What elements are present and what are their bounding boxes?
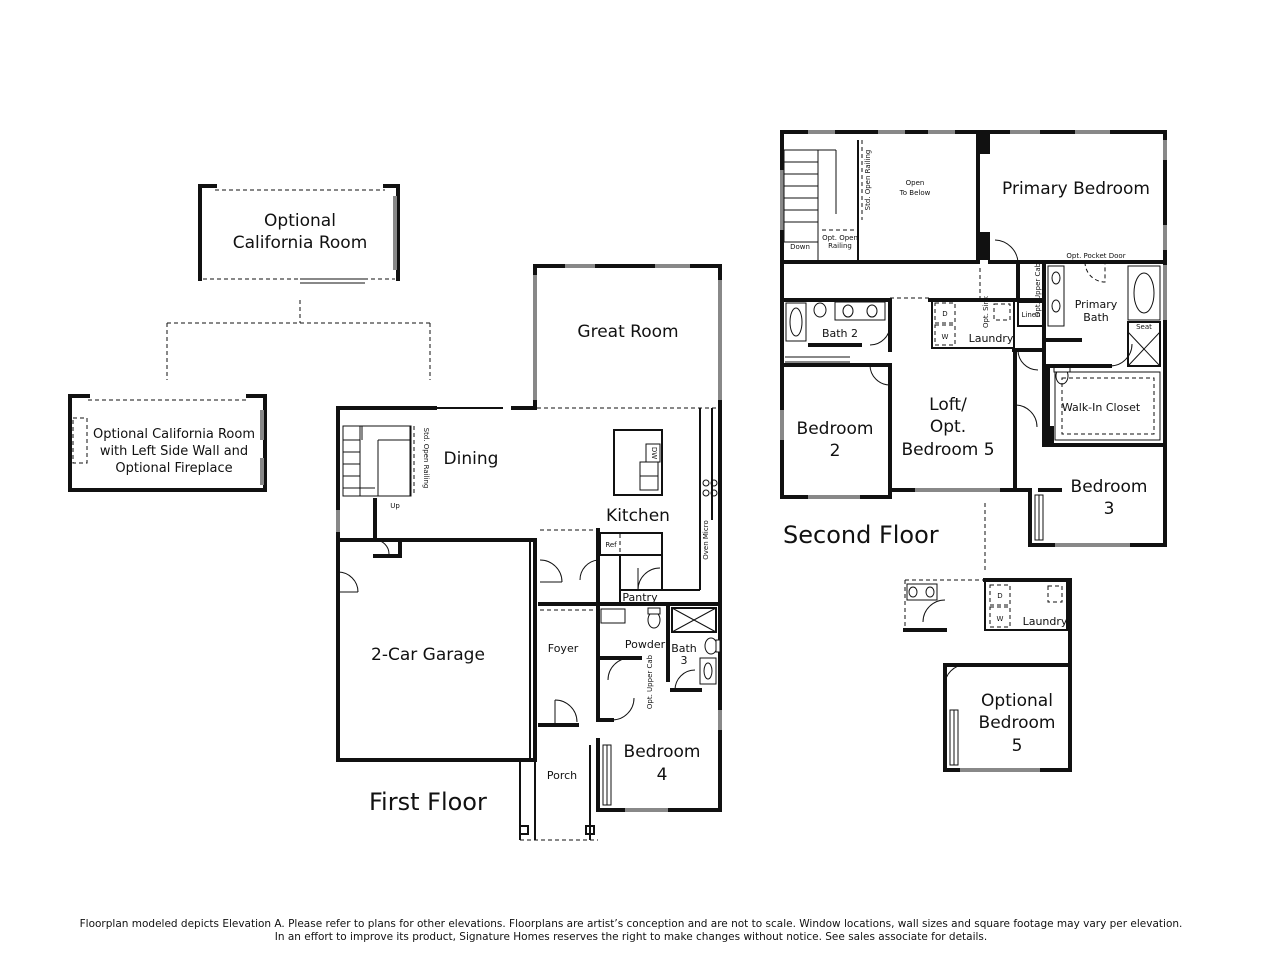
- down-label: Down: [790, 243, 810, 251]
- first-std-open-railing: Std. Open Railing: [422, 428, 430, 489]
- opt-upper-cab-label-2: Opt. Upper Cab: [1034, 262, 1042, 317]
- laundry-label: Laundry: [969, 332, 1014, 345]
- opt5-label-2: Bedroom: [979, 713, 1056, 733]
- opt-upper-cab-label: Opt. Upper Cab: [646, 654, 654, 709]
- disclaimer-line-2: In an effort to improve its product, Sig…: [274, 931, 988, 943]
- open-to-below-label-1: Open: [906, 179, 925, 187]
- primary-bedroom-label: Primary Bedroom: [1002, 179, 1150, 199]
- opt5-laundry-label: Laundry: [1023, 615, 1068, 628]
- dishwasher-label: DW: [650, 447, 658, 459]
- california-room-alt-label-3: Optional Fireplace: [115, 461, 232, 476]
- loft-label-1: Loft/: [929, 395, 967, 415]
- bedroom3-label-1: Bedroom: [1071, 477, 1148, 497]
- powder-label: Powder: [625, 638, 666, 651]
- pantry-label: Pantry: [622, 591, 658, 604]
- opt5-washer-label: W: [997, 615, 1004, 623]
- bedroom2-label-1: Bedroom: [797, 419, 874, 439]
- opt5-dryer-label: D: [997, 592, 1002, 600]
- foyer-label: Foyer: [548, 642, 579, 655]
- opt5-label-1: Optional: [981, 691, 1053, 711]
- bath3-label-1: Bath: [671, 642, 697, 655]
- bedroom4-label-1: Bedroom: [624, 742, 701, 762]
- bedroom3-label-2: 3: [1104, 499, 1115, 519]
- california-room-label-1: Optional: [264, 211, 336, 231]
- california-room-alt-option: Optional California Room with Left Side …: [68, 394, 267, 492]
- stair-up-label: Up: [390, 502, 400, 510]
- walk-in-closet-label: Walk-In Closet: [1062, 401, 1141, 414]
- option-connectors: [166, 300, 986, 570]
- first-floor-plan: Up Std. Open Railing Dining Great Room D…: [336, 264, 722, 841]
- kitchen-label: Kitchen: [606, 506, 670, 526]
- bedroom2-label-2: 2: [830, 441, 841, 461]
- washer-label: W: [942, 333, 949, 341]
- first-floor-title: First Floor: [369, 788, 487, 816]
- seat-label: Seat: [1136, 323, 1152, 331]
- second-floor-title: Second Floor: [783, 521, 939, 549]
- optional-bedroom5-plan: D W Laundry Optional Bedroom 5: [903, 578, 1072, 772]
- loft-label-3: Bedroom 5: [901, 440, 994, 460]
- california-room-alt-label-1: Optional California Room: [93, 427, 255, 442]
- primary-bath-label-1: Primary: [1075, 298, 1118, 311]
- opt5-label-3: 5: [1012, 736, 1023, 756]
- opt-sink-label: Opt. Sink: [982, 295, 990, 328]
- opt-pocket-door-label: Opt. Pocket Door: [1066, 252, 1125, 260]
- primary-bath-label-2: Bath: [1083, 311, 1109, 324]
- porch-label: Porch: [547, 769, 577, 782]
- opt-open-railing-label-2: Railing: [828, 242, 852, 250]
- linen-label: Linen: [1021, 311, 1040, 319]
- disclaimer-line-1: Floorplan modeled depicts Elevation A. P…: [79, 918, 1183, 930]
- oven-micro-label: Oven Micro: [702, 520, 710, 559]
- great-room-label: Great Room: [577, 322, 678, 342]
- dining-label: Dining: [444, 449, 499, 469]
- loft-label-2: Opt.: [930, 417, 966, 437]
- bath2-label: Bath 2: [822, 327, 858, 340]
- dryer-label: D: [942, 310, 947, 318]
- second-floor-plan: Std. Open Railing Open To Below Down Opt…: [780, 130, 1167, 549]
- bedroom4-label-2: 4: [657, 765, 668, 785]
- garage-label: 2-Car Garage: [371, 645, 485, 665]
- ref-label: Ref: [605, 541, 617, 549]
- open-to-below-label-2: To Below: [899, 189, 931, 197]
- california-room-label-2: California Room: [233, 233, 368, 253]
- california-room-alt-label-2: with Left Side Wall and: [100, 444, 248, 459]
- bath3-label-2: 3: [681, 654, 688, 667]
- opt-open-railing-label-1: Opt. Open: [822, 234, 858, 242]
- california-room-option: Optional California Room: [198, 184, 400, 284]
- second-std-open-railing: Std. Open Railing: [864, 150, 872, 211]
